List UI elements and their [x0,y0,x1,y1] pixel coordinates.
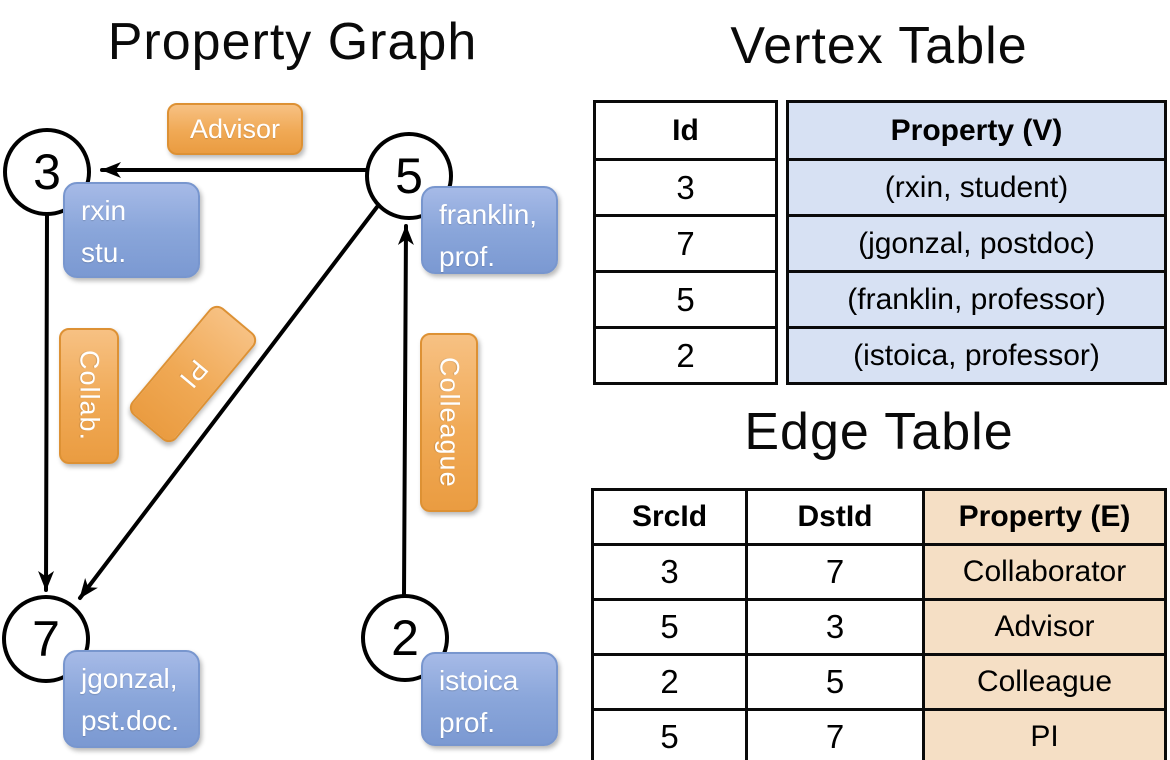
vertex-box-istoica: istoica prof. [421,652,558,746]
vertex-box-rxin-line1: rxin [81,195,127,226]
edge-dstid-cell: 3 [745,598,925,656]
vertex-box-jgonzal-line2: pst.doc. [81,705,180,736]
edge-3-to-7-collab [38,213,55,592]
vertex-box-jgonzal: jgonzal, pst.doc. [63,650,200,748]
graph-node-2: 2 [361,594,449,682]
property-graph-title: Property Graph [107,13,478,71]
vertex-id-header: Id [593,100,778,161]
edge-label-collab-text: Collab. [74,350,105,442]
vertex-box-franklin: franklin, prof. [421,186,558,274]
edge-table-id-columns: SrcId DstId 3 7 5 3 2 5 5 7 [591,488,925,760]
edge-dstid-cell: 7 [745,708,925,760]
edge-table-property-column: Property (E) Collaborator Advisor Collea… [922,488,1167,760]
edge-label-collab: Collab. [59,328,119,464]
node-3-label: 3 [33,144,61,200]
edge-5-to-7-pi [78,205,379,600]
edge-property-cell: Colleague [922,653,1167,711]
edge-srcid-cell: 5 [591,708,748,760]
edge-property-cell: Collaborator [922,543,1167,601]
edge-label-colleague: Colleague [420,333,478,512]
edge-dstid-cell: 7 [745,543,925,601]
vertex-id-cell: 7 [593,214,778,273]
vertex-property-cell: (istoica, professor) [786,326,1167,385]
vertex-box-istoica-line1: istoica [439,665,519,696]
edge-property-cell: Advisor [922,598,1167,656]
vertex-box-franklin-line1: franklin, [439,199,538,230]
edge-table-title: Edge Table [744,403,1014,461]
vertex-table-title: Vertex Table [730,17,1028,75]
node-2-label: 2 [391,610,419,666]
node-5-label: 5 [395,148,423,204]
edge-2-to-5-colleague [397,224,414,598]
node-7-label: 7 [32,611,60,667]
vertex-property-cell: (jgonzal, postdoc) [786,214,1167,273]
edge-label-advisor: Advisor [167,103,303,155]
vertex-box-rxin: rxin stu. [63,182,200,278]
edge-srcid-cell: 2 [591,653,748,711]
edge-srcid-cell: 3 [591,543,748,601]
edge-property-cell: PI [922,708,1167,760]
vertex-id-cell: 3 [593,158,778,217]
vertex-property-header: Property (V) [786,100,1167,161]
edge-label-colleague-text: Colleague [434,357,465,488]
vertex-table-property-column: Property (V) (rxin, student) (jgonzal, p… [786,100,1167,385]
vertex-box-jgonzal-line1: jgonzal, [81,663,178,694]
edge-dstid-header: DstId [745,488,925,546]
vertex-id-cell: 5 [593,270,778,329]
vertex-box-istoica-line2: prof. [439,707,496,738]
edge-srcid-header: SrcId [591,488,748,546]
vertex-box-rxin-line2: stu. [81,237,127,268]
edge-srcid-cell: 5 [591,598,748,656]
edge-dstid-cell: 5 [745,653,925,711]
vertex-table-id-column: Id 3 7 5 2 [593,100,778,385]
edge-label-advisor-text: Advisor [189,113,281,144]
vertex-property-cell: (franklin, professor) [786,270,1167,329]
edge-label-pi-text: PI [173,354,214,395]
edge-property-header: Property (E) [922,488,1167,546]
vertex-id-cell: 2 [593,326,778,385]
vertex-property-cell: (rxin, student) [786,158,1167,217]
vertex-box-franklin-line2: prof. [439,241,496,272]
graph-edges [38,162,414,600]
